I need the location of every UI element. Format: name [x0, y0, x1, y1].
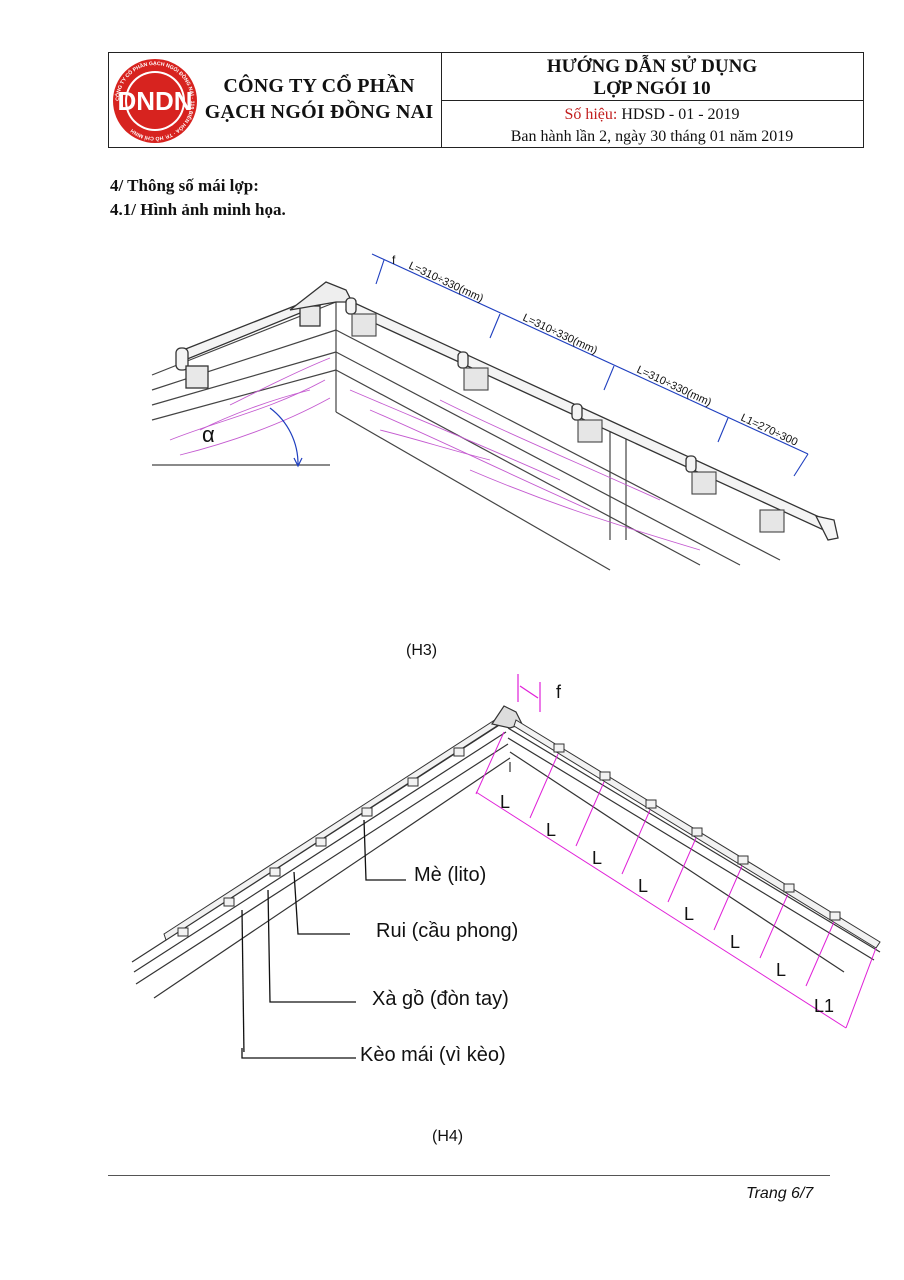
h3-f-label: f — [392, 253, 396, 267]
label-me-lito: Mè (lito) — [414, 864, 487, 886]
h4-f-marker — [517, 674, 541, 712]
page-number: Trang 6/7 — [746, 1185, 814, 1202]
section-subheading: 4.1/ Hình ảnh minh họa. — [110, 200, 286, 219]
header-doc-cell: HƯỚNG DẪN SỬ DỤNG LỢP NGÓI 10 Số hiệu: H… — [441, 53, 863, 147]
h4-f-label: f — [556, 682, 562, 702]
company-line-2: GẠCH NGÓI ĐỒNG NAI — [204, 101, 434, 123]
h3-angle-indicator — [269, 407, 303, 468]
h3-dimension-2: L=310÷330(mm) — [521, 312, 599, 357]
figure-h3-roof-ridge-detail: α f L=310÷330(mm) L=310÷330(mm) L=310÷33… — [151, 253, 839, 571]
footer-divider — [108, 1175, 830, 1176]
figure-h3-caption: (H3) — [406, 642, 438, 659]
h4-left-tiles — [163, 713, 507, 941]
h3-dimension-4: L1=270÷300 — [739, 412, 800, 449]
h3-right-wood-grain — [349, 389, 701, 551]
h3-dimension-3: L=310÷330(mm) — [635, 364, 713, 409]
h4-L-label-3: L — [592, 848, 602, 868]
logo-monogram: DNDN — [117, 86, 192, 116]
document-code: Số hiệu: HDSD - 01 - 2019 — [441, 105, 863, 125]
document-header: DNDN CÔNG TY CỔ PHẦN GẠCH NGÓI ĐỒNG NAI … — [108, 52, 864, 148]
doc-code-value: HDSD - 01 - 2019 — [621, 106, 740, 123]
h4-L-label-2: L — [546, 820, 556, 840]
figure-h4-roof-structure: f L L L L L L L L1 — [131, 674, 881, 1052]
h3-dimension-1: L=310÷330(mm) — [407, 260, 485, 305]
h3-ridge-cap — [289, 281, 354, 311]
h4-ridge-cap — [491, 705, 523, 729]
h3-left-slope — [151, 301, 337, 466]
company-name: CÔNG TY CỔ PHẦN GẠCH NGÓI ĐỒNG NAI — [197, 73, 441, 125]
figure-h4-caption: (H4) — [432, 1128, 464, 1145]
header-company-cell: DNDN CÔNG TY CỔ PHẦN GẠCH NGÓI ĐỒNG NAI … — [109, 53, 442, 147]
label-keo-mai-vi-keo: Kèo mái (vì kèo) — [360, 1044, 506, 1066]
doc-title-line-1: HƯỚNG DẪN SỬ DỤNG — [546, 56, 758, 77]
label-xa-go-don-tay: Xà gồ (đòn tay) — [372, 988, 509, 1010]
h4-leader-lines — [241, 819, 406, 1052]
h4-keo-leader-end — [241, 1048, 356, 1059]
h3-right-slope — [335, 329, 781, 571]
doc-title-line-2: LỢP NGÓI 10 — [593, 78, 711, 99]
h3-alpha-label: α — [202, 422, 215, 447]
h4-L-label-6: L — [730, 932, 740, 952]
h4-L-label-4: L — [638, 876, 648, 896]
h3-left-wood-grain — [169, 357, 331, 456]
h3-right-tiles — [345, 297, 839, 541]
h4-right-slope — [507, 727, 881, 973]
h4-L-label-7: L — [776, 960, 786, 980]
h4-L-label-5: L — [684, 904, 694, 924]
company-logo-icon: DNDN CÔNG TY CỔ PHẦN GẠCH NGÓI ĐỒNG NAI … — [113, 59, 197, 143]
h3-battens — [351, 313, 785, 533]
h3-dimension-lines — [371, 253, 809, 477]
document-issue-date: Ban hành lần 2, ngày 30 tháng 01 năm 201… — [510, 128, 794, 145]
h4-right-tiles — [513, 719, 881, 949]
h4-left-slope — [131, 721, 511, 999]
h4-L1-label: L1 — [814, 996, 834, 1016]
doc-code-label: Số hiệu: — [564, 106, 618, 123]
section-heading: 4/ Thông số mái lợp: — [110, 176, 259, 195]
h4-spacing-guides — [475, 731, 877, 1029]
h4-L-label-1: L — [500, 792, 510, 812]
document-title: HƯỚNG DẪN SỬ DỤNG LỢP NGÓI 10 — [441, 53, 863, 101]
label-rui-cau-phong: Rui (cầu phong) — [376, 920, 519, 942]
company-line-1: CÔNG TY CỔ PHẦN — [223, 75, 415, 97]
